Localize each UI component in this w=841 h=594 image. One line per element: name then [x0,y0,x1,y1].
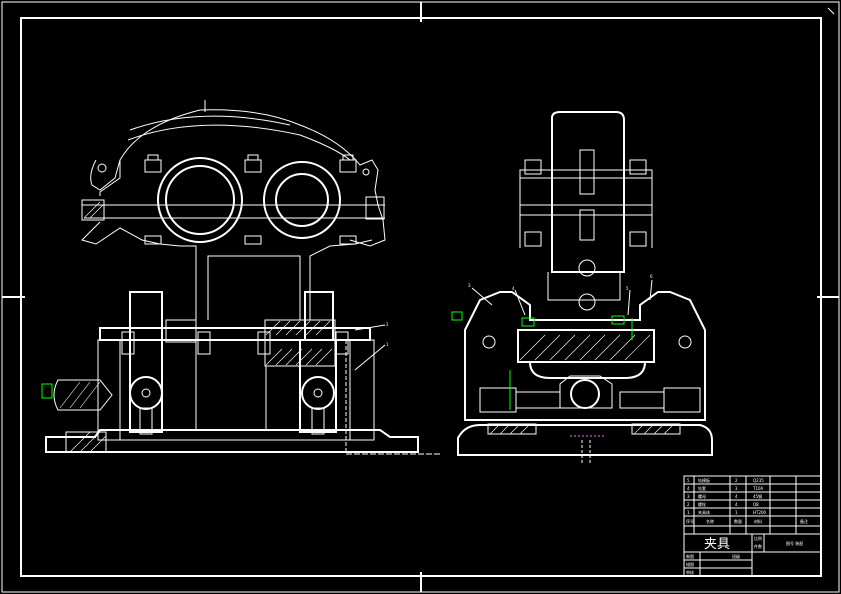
parts-row: 5 钻模板 2 Q235 [687,477,764,483]
part-name: 螺栓 [698,501,706,507]
callout-side-2: 5 [626,286,629,291]
callout-side-3: 6 [650,274,653,279]
drawing-no: 图号 装配 [786,540,803,546]
part-material: 45钢 [753,493,762,499]
parts-list: 5 钻模板 2 Q235 4 钻套 3 T10A 3 螺母 4 45钢 2 螺栓… [686,477,808,524]
callout-front-0: 2 [386,322,389,327]
part-no: 5 [687,478,690,483]
qty-label: 件数 [754,543,762,549]
header-cell: 数量 [734,518,742,524]
parts-row: 4 钻套 3 T10A [687,485,764,491]
row-label: 制图 [686,553,694,559]
front-callouts: 2 1 [354,322,389,371]
side-callouts: 3 4 5 6 [468,274,653,316]
part-qty: 1 [735,510,738,515]
scale-label: 比例 [754,535,762,541]
part-material: Q8 [753,502,759,507]
callout-side-0: 3 [468,283,471,288]
callout-side-1: 4 [512,286,515,291]
part-name: 钻模板 [698,477,710,483]
dept-label: 班级 [732,553,740,559]
part-name: 螺母 [698,493,706,499]
header-cell: 名称 [706,518,714,524]
drawing-title: 夹具 [704,537,730,552]
part-material: T10A [752,486,764,491]
part-qty: 4 [735,502,738,507]
part-material: HT200 [753,510,767,515]
title-block: 5 钻模板 2 Q235 4 钻套 3 T10A 3 螺母 4 45钢 2 螺栓… [683,475,822,577]
part-no: 3 [687,494,690,499]
part-no: 2 [687,502,690,507]
callout-front-1: 1 [386,342,389,347]
parts-row: 3 螺母 4 45钢 [687,493,762,499]
parts-row: 2 螺栓 4 Q8 [687,501,759,507]
part-qty: 2 [735,478,738,483]
part-qty: 3 [735,486,738,491]
parts-header: 序号 名称 数量 材料 备注 [686,518,808,524]
part-material: Q235 [753,478,764,483]
front-view: 2 1 [41,100,440,455]
part-no: 1 [687,510,690,515]
header-cell: 备注 [800,518,808,524]
part-no: 4 [687,486,690,491]
header-cell: 材料 [754,518,762,524]
row-label: 审核 [686,569,694,575]
row-label: 描图 [686,561,694,567]
side-view: 3 4 5 6 [451,111,713,465]
part-name: 钻套 [698,485,706,491]
parts-row: 1 夹具体 1 HT200 [687,509,767,515]
part-qty: 4 [735,494,738,499]
header-cell: 序号 [686,518,694,524]
corner-tick [827,7,835,15]
part-name: 夹具体 [698,509,710,515]
